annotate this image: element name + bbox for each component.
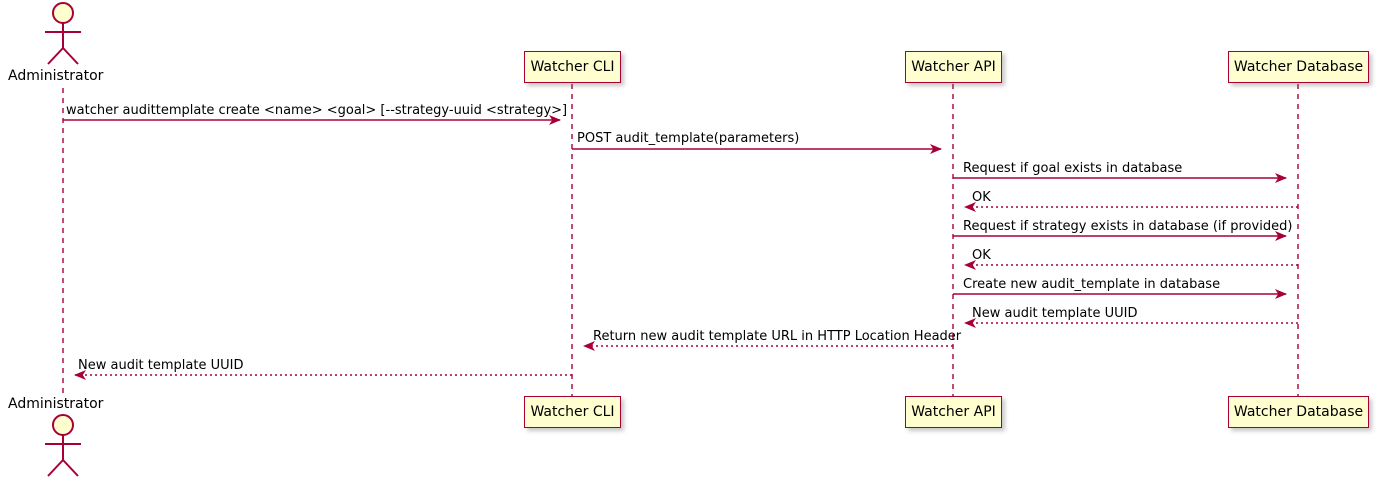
message-label-7: Create new audit_template in database (963, 277, 1221, 292)
participant-box-watcher-database-bottom[interactable]: Watcher Database (1228, 396, 1369, 428)
participant-box-watcher-cli-bottom[interactable]: Watcher CLI (524, 396, 621, 428)
participant-box-watcher-cli-top[interactable]: Watcher CLI (524, 51, 621, 83)
actor-head-icon (52, 414, 74, 436)
lifelines (62, 84, 1299, 396)
message-label-8: New audit template UUID (972, 306, 1138, 321)
participant-box-watcher-api-top[interactable]: Watcher API (905, 51, 1002, 83)
actor-left-leg-line (47, 459, 64, 477)
message-arrows (63, 115, 1298, 380)
actor-figure-bottom (45, 414, 81, 477)
actor-figure-top (45, 2, 81, 65)
message-label-3: Request if goal exists in database (963, 161, 1183, 176)
message-label-6: OK (972, 248, 991, 263)
actor-right-leg-line (62, 459, 79, 477)
message-label-1: watcher audittemplate create <name> <goa… (66, 103, 568, 118)
message-label-10: New audit template UUID (78, 358, 244, 373)
actor-head-icon (52, 2, 74, 24)
message-label-4: OK (972, 190, 991, 205)
actor-left-leg-line (47, 47, 64, 65)
message-label-2: POST audit_template(parameters) (577, 131, 800, 146)
message-label-9: Return new audit template URL in HTTP Lo… (593, 329, 962, 344)
participant-box-watcher-api-bottom[interactable]: Watcher API (905, 396, 1002, 428)
actor-label-administrator-top: Administrator (8, 68, 104, 84)
participant-box-watcher-database-top[interactable]: Watcher Database (1228, 51, 1369, 83)
actor-label-administrator-bottom: Administrator (8, 396, 104, 412)
actor-right-leg-line (62, 47, 79, 65)
message-label-5: Request if strategy exists in database (… (963, 219, 1293, 234)
